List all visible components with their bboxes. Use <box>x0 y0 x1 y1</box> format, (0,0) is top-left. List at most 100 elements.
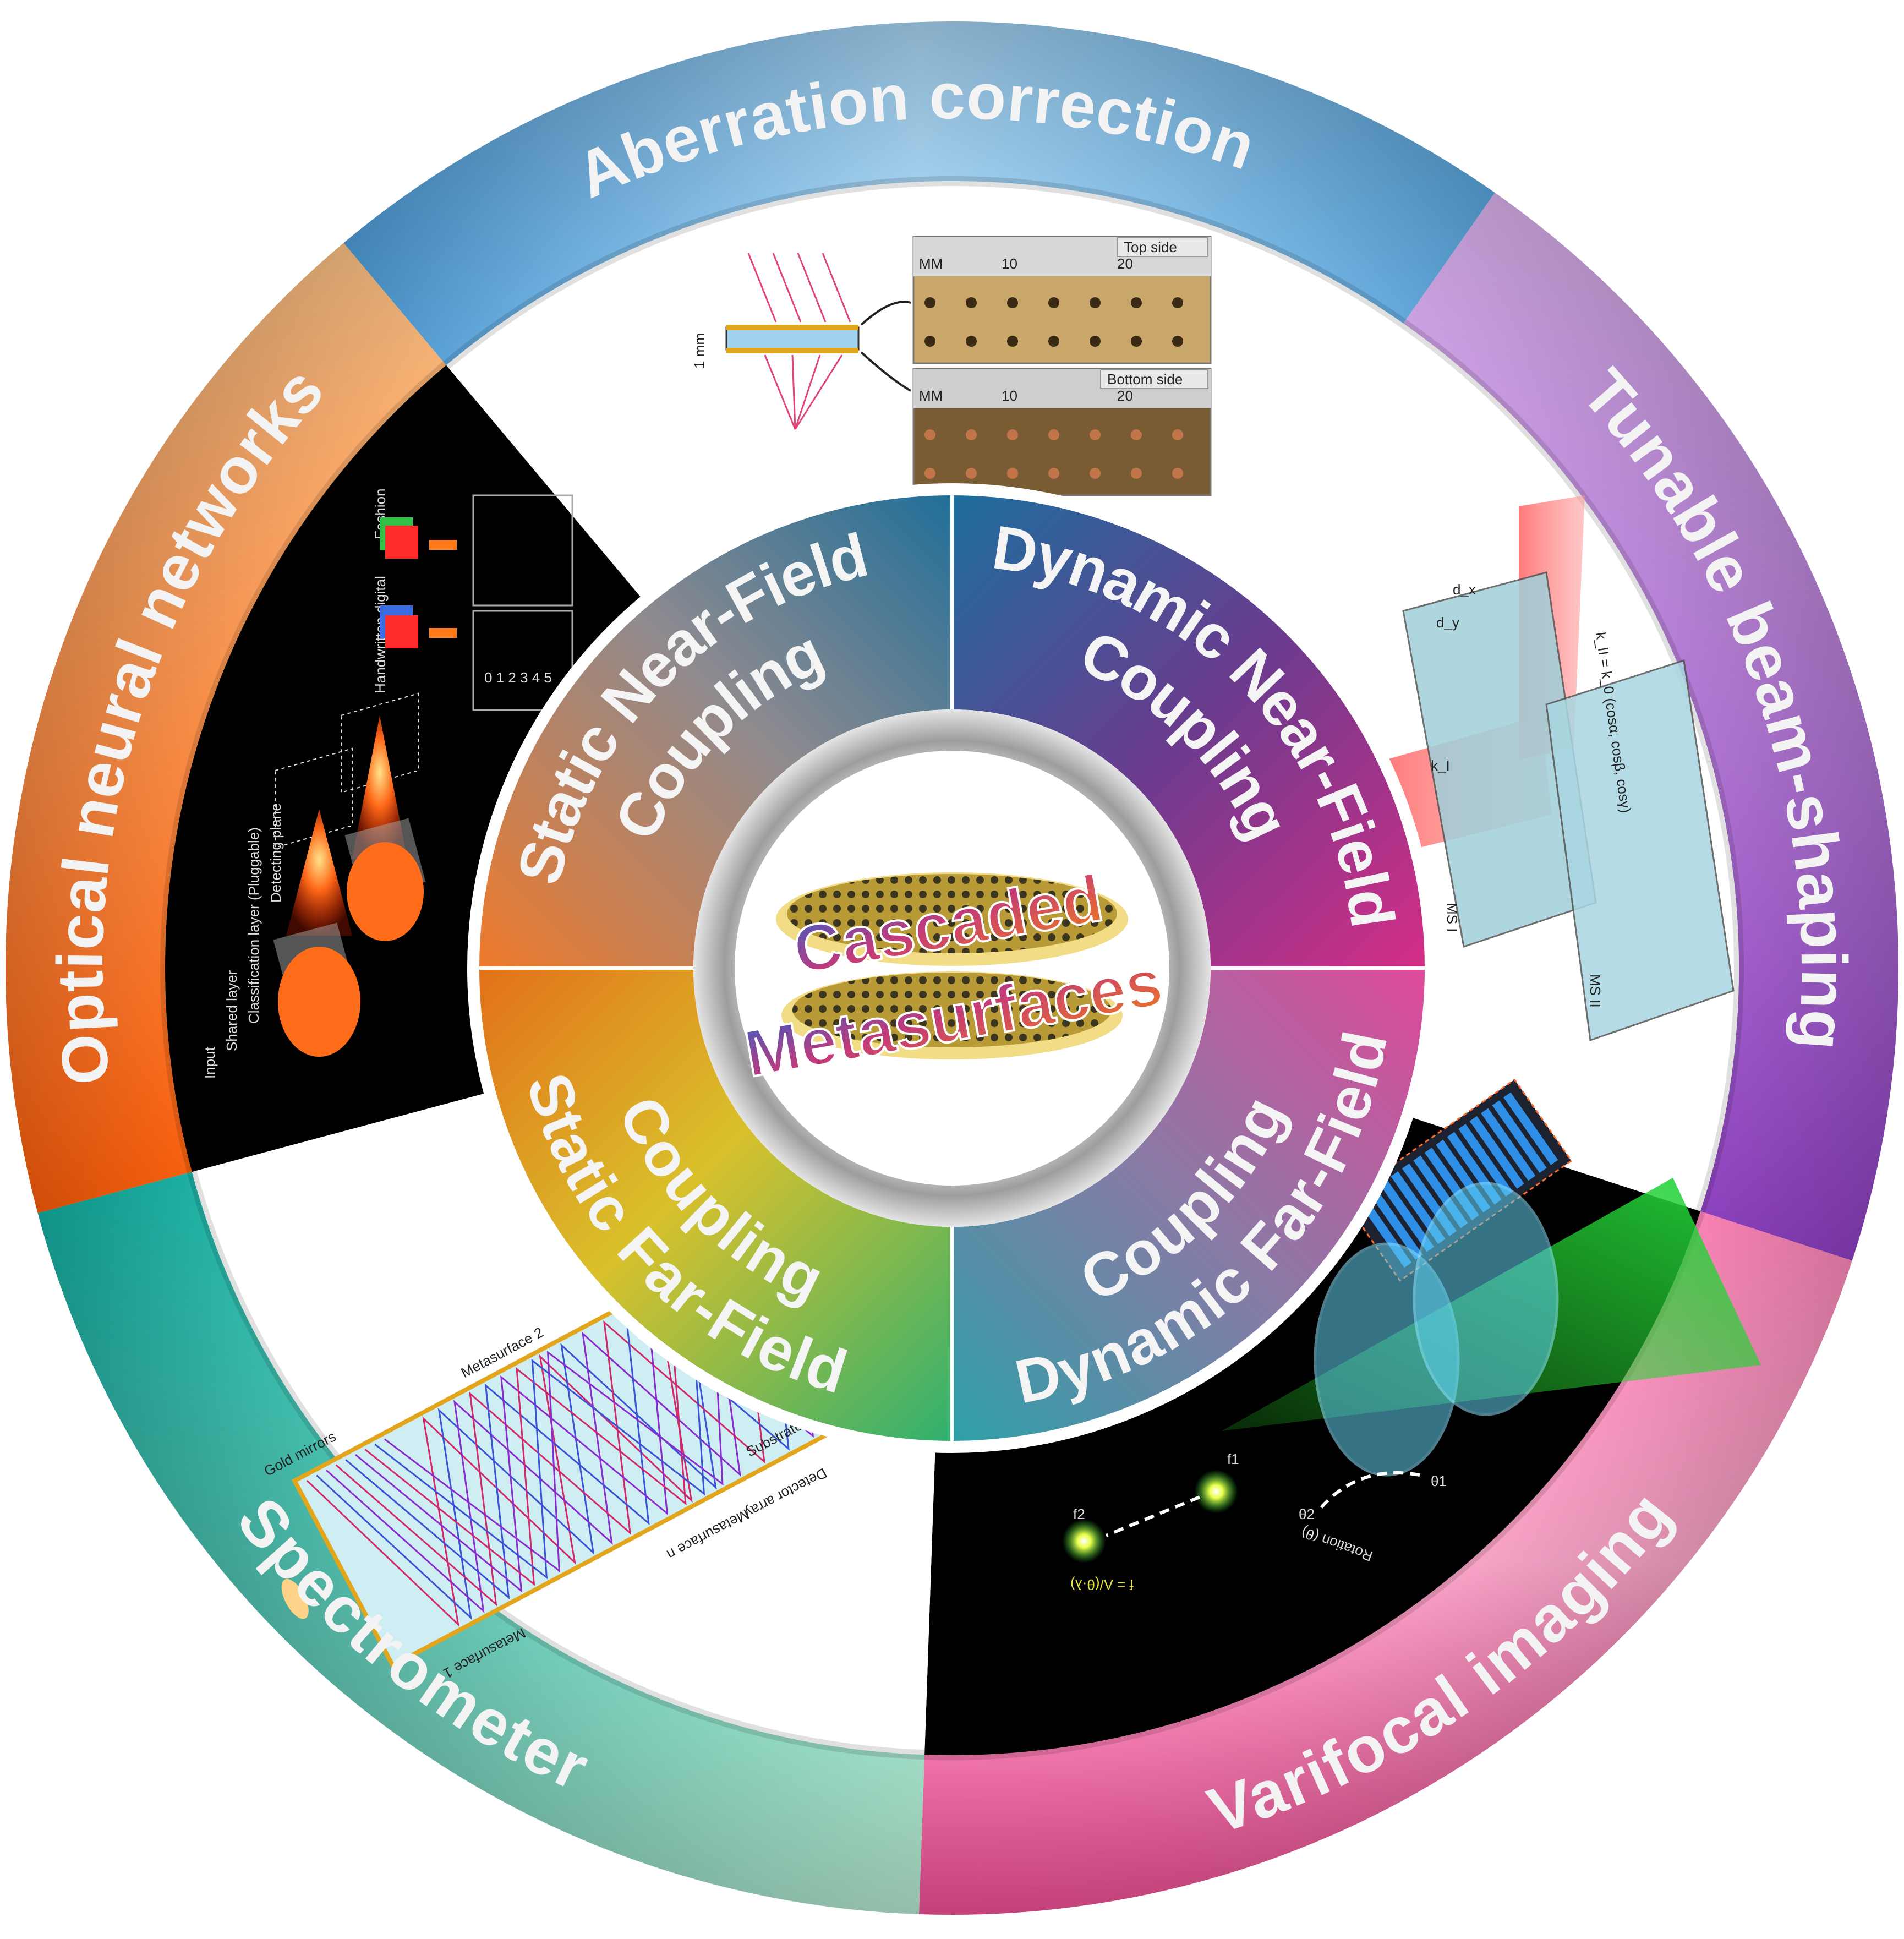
fashion-input-red <box>385 526 418 559</box>
lens-dot <box>1172 336 1183 347</box>
top-side-label: Top side <box>1124 239 1177 255</box>
arrow-to-bottom <box>860 351 911 392</box>
nanopillar-column <box>1492 1100 1547 1173</box>
lens-dot <box>1131 429 1142 440</box>
quadrant-dynamic-far-field <box>952 968 1431 1447</box>
lens-dot <box>1007 429 1018 440</box>
spectrometer-ray <box>306 1294 693 1627</box>
beam-k1-label: k_I <box>1431 757 1450 774</box>
onn-layer-stack <box>275 692 419 849</box>
lens-dot <box>1048 297 1059 308</box>
lens-dot <box>1090 336 1101 347</box>
nanopillar-column <box>1379 1179 1435 1252</box>
lens-array-dots <box>924 297 1183 479</box>
lens-dot <box>1007 468 1018 479</box>
ruler-top-mm: MM <box>919 255 943 272</box>
vari-f1: f1 <box>1227 1451 1239 1467</box>
lens-dot <box>924 468 935 479</box>
lens-dot <box>1048 429 1059 440</box>
ruler-top-10: 10 <box>1002 255 1017 272</box>
lens-dot <box>924 336 935 347</box>
digit-input-red <box>385 615 418 648</box>
lens-dot <box>1090 468 1101 479</box>
onn-input-glow-1 <box>347 842 424 941</box>
tunable-beam-shaping-image: k_II = k_0 (cosα, cosβ, cosγ) MS I MS II… <box>1387 495 1735 1042</box>
vari-formula: f = Λ/(θ·λ) <box>1070 1576 1134 1593</box>
lens-dot <box>1172 429 1183 440</box>
focal-shift-arrow <box>1105 1495 1201 1537</box>
varifocal-imaging-image: f = Λ/(θ·λ) Rotation (θ) θ1 θ2 f1 f2 <box>1062 1078 1761 1593</box>
cascaded-metasurface-discs <box>776 872 1128 1059</box>
nanopillar-column <box>1481 1108 1536 1181</box>
nanopillar-column <box>1458 1124 1513 1197</box>
rotation-arrow <box>1319 1471 1420 1509</box>
quadrant-dynamic-near-field <box>952 489 1431 968</box>
beam-dy-label: d_y <box>1436 614 1459 631</box>
focal-point-f2 <box>1062 1519 1106 1563</box>
metasurface-ms2 <box>1545 659 1735 1042</box>
spectrometer-ray <box>355 1222 814 1593</box>
lens-dot <box>1131 468 1142 479</box>
ruler-bottom-20: 20 <box>1117 387 1133 404</box>
lens-dot <box>1007 336 1018 347</box>
scale-1mm: 1 mm <box>691 333 708 369</box>
ruler-top-20: 20 <box>1117 255 1133 272</box>
bottom-side-badge <box>1100 369 1208 389</box>
spectrometer-ray <box>335 1250 765 1607</box>
lens-dot <box>1048 468 1059 479</box>
arrow-to-top <box>860 301 911 326</box>
quadrant-static-far-field <box>473 968 952 1447</box>
onn-input-label: Input <box>201 1046 218 1079</box>
lens-dot <box>924 429 935 440</box>
metalens-top-layer <box>726 325 858 330</box>
lens-dot <box>966 336 977 347</box>
varifocal-lens-2 <box>1413 1182 1559 1416</box>
spectrometer-ray <box>345 1236 790 1600</box>
lens-dot <box>924 297 935 308</box>
lens-dot <box>966 429 977 440</box>
beam-ms1-label: MS I <box>1444 903 1460 932</box>
spectrometer-ray <box>325 1265 741 1613</box>
onn-classification-label: Classification layer (Pluggable) <box>245 827 262 1024</box>
metasurface-disc-bottom-pattern <box>792 973 1112 1047</box>
lens-dot <box>1172 297 1183 308</box>
metalens-substrate-sketch <box>725 326 860 351</box>
center-white <box>735 751 1169 1186</box>
metasurface-disc-top-pattern <box>787 874 1117 953</box>
quadrant-static-near-field <box>473 489 952 968</box>
coupling-mechanism-ring <box>467 483 1437 1453</box>
onn-input-glow-2 <box>278 947 360 1057</box>
mid-ring-shadow <box>160 176 1744 1760</box>
top-side-badge <box>1117 237 1208 257</box>
onn-beam-2 <box>286 809 352 936</box>
lens-dot <box>1131 297 1142 308</box>
metalens-bottom-layer <box>726 348 858 353</box>
lens-dot <box>1090 429 1101 440</box>
onn-class-box-1 <box>472 494 573 607</box>
lens-dot <box>1172 468 1183 479</box>
lens-dot <box>1007 297 1018 308</box>
lens-dot <box>966 297 977 308</box>
nanopillar-column <box>1469 1116 1524 1189</box>
onn-class-box-2 <box>472 610 573 711</box>
lens-dot <box>1048 336 1059 347</box>
vari-theta1: θ1 <box>1431 1473 1447 1489</box>
nanopillar-column <box>1503 1092 1558 1165</box>
vari-f2: f2 <box>1073 1506 1085 1522</box>
vari-theta2: θ2 <box>1299 1506 1315 1522</box>
lens-dot <box>1131 336 1142 347</box>
spectrometer-ray <box>316 1280 717 1620</box>
focal-point-f1 <box>1194 1470 1238 1514</box>
ruler-bottom-mm: MM <box>919 387 943 404</box>
nanopillar-column <box>1368 1187 1423 1260</box>
onn-shared-layer-label: Shared layer <box>223 970 240 1051</box>
bottom-side-label: Bottom side <box>1107 371 1183 387</box>
beam-dx-label: d_x <box>1453 581 1476 598</box>
optical-neural-network-image: Fashion Handwritten digital Detecting pl… <box>201 489 573 1079</box>
lens-dot <box>1090 297 1101 308</box>
spec-source <box>281 1578 309 1619</box>
ruler-bottom-10: 10 <box>1002 387 1017 404</box>
lens-dot <box>966 468 977 479</box>
